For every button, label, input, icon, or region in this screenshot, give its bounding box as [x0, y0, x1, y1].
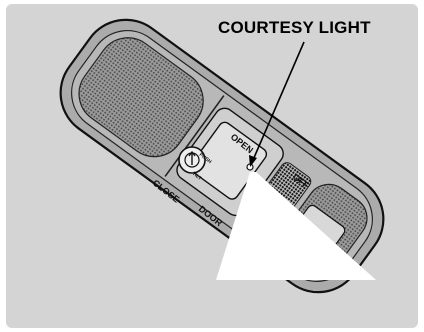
overhead-console-illustration: OPEN CLOSE OFF DOOR TILT PUSH — [6, 4, 418, 328]
diagram-panel: OPEN CLOSE OFF DOOR TILT PUSH — [6, 4, 418, 328]
courtesy-light-label: COURTESY LIGHT — [218, 18, 371, 38]
